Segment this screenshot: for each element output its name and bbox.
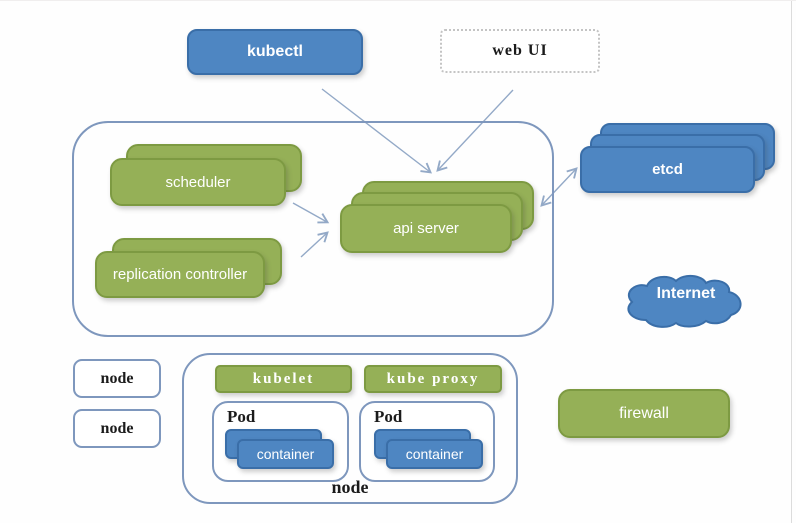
page-edge-line xyxy=(791,1,792,523)
node-2-label: node xyxy=(100,419,134,437)
scheduler-stack: scheduler xyxy=(110,144,305,210)
api-server-card: api server xyxy=(340,204,512,253)
pod-box-2: Pod container xyxy=(359,401,495,482)
container-1-label: container xyxy=(256,446,315,462)
kubelet-label: kubelet xyxy=(252,370,315,387)
master-components-group xyxy=(72,121,554,337)
container-1-card: container xyxy=(237,439,334,469)
node-box-1: node xyxy=(73,359,161,398)
api-server-stack: api server xyxy=(340,181,536,254)
container-2-label: container xyxy=(405,446,464,462)
pod-1-label: Pod xyxy=(227,407,256,426)
kube-proxy-bar: kube proxy xyxy=(364,365,502,393)
replication-controller-label: replication controller xyxy=(112,265,248,283)
container-2-card: container xyxy=(386,439,483,469)
scheduler-card: scheduler xyxy=(110,158,286,206)
replication-controller-stack: replication controller xyxy=(95,238,287,300)
pod-box-1: Pod container xyxy=(212,401,349,482)
worker-node-label: node xyxy=(331,477,369,497)
cloud-icon xyxy=(627,275,742,328)
replication-controller-card: replication controller xyxy=(95,251,265,298)
node-box-2: node xyxy=(73,409,161,448)
etcd-stack: etcd xyxy=(580,123,776,194)
firewall-label: firewall xyxy=(619,404,669,422)
web-ui-box: web UI xyxy=(440,29,600,73)
container-stack-1: container xyxy=(225,429,335,470)
container-stack-2: container xyxy=(374,429,484,470)
worker-node-group: kubelet kube proxy Pod container Pod con… xyxy=(182,353,518,504)
internet-cloud: Internet xyxy=(615,271,757,329)
node-1-label: node xyxy=(100,369,134,387)
kube-proxy-label: kube proxy xyxy=(386,370,480,387)
pod-2-label: Pod xyxy=(374,407,403,426)
etcd-label: etcd xyxy=(652,161,683,178)
firewall-box: firewall xyxy=(558,389,730,438)
etcd-card: etcd xyxy=(580,146,755,193)
kubelet-bar: kubelet xyxy=(215,365,352,393)
kubectl-label: kubectl xyxy=(246,43,303,60)
api-server-label: api server xyxy=(393,220,459,237)
internet-label: Internet xyxy=(656,285,716,302)
web-ui-label: web UI xyxy=(492,42,548,59)
scheduler-label: scheduler xyxy=(165,173,231,191)
kubectl-box: kubectl xyxy=(187,29,363,75)
